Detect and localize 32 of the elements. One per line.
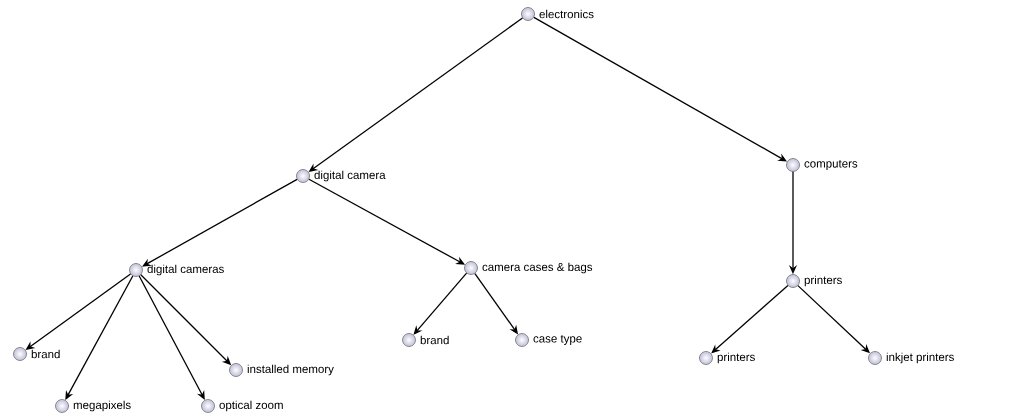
tree-node: megapixels [55, 399, 131, 413]
node-label: camera cases & bags [482, 262, 593, 274]
arrow [138, 275, 205, 400]
node-label: megapixels [73, 400, 131, 412]
arrow [413, 272, 468, 335]
node-label: electronics [539, 9, 594, 19]
tree-node: installed memory [229, 363, 334, 377]
node-label: printers [804, 275, 842, 287]
node-label: inkjet printers [886, 352, 954, 364]
arrow [65, 275, 134, 400]
tree-node: printers [699, 351, 755, 365]
tree-node: optical zoom [201, 399, 283, 413]
node-label: printers [717, 352, 755, 364]
node-label: optical zoom [219, 400, 283, 412]
node-label: computers [804, 160, 858, 170]
tree-node: brand [13, 347, 60, 361]
tree-node: camera cases & bags [464, 261, 593, 275]
tree-node: digital camera [296, 169, 386, 183]
node-label: digital cameras [147, 264, 224, 276]
node-label: installed memory [247, 364, 334, 376]
node-label: digital camera [314, 170, 386, 182]
tree-node: computers [786, 158, 858, 172]
node-label: brand [420, 335, 449, 345]
tree-node: inkjet printers [868, 351, 954, 365]
tree-node: digital cameras [129, 263, 224, 277]
node-label: case type [533, 335, 582, 345]
tree-node: case type [515, 333, 582, 347]
tree-node: electronics [521, 7, 594, 21]
node-label: brand [31, 349, 60, 359]
tree-node: printers [786, 274, 842, 288]
arrow [711, 284, 789, 354]
tree-node: brand [402, 333, 449, 347]
